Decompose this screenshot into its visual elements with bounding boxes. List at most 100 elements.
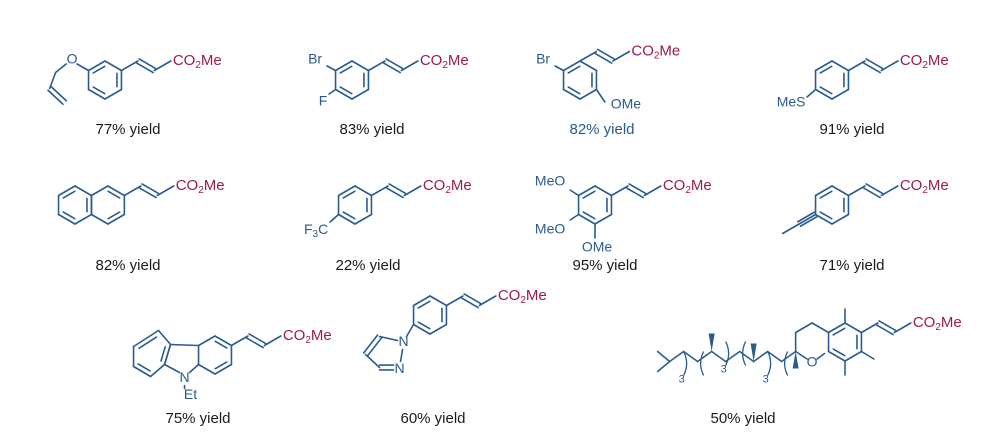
methoxy-group: MeO: [535, 173, 565, 189]
bond: [137, 363, 151, 372]
bond: [429, 295, 448, 307]
bond: [831, 60, 850, 72]
bond: [832, 348, 846, 357]
bond: [463, 293, 482, 305]
bond: [880, 60, 899, 72]
bond: [354, 185, 373, 197]
bracket: [699, 351, 705, 376]
bond: [814, 60, 833, 72]
oxygen-atom: O: [807, 354, 818, 370]
bond: [811, 322, 830, 334]
bond: [569, 189, 580, 197]
yield-label: 75% yield: [165, 410, 231, 427]
bond: [596, 48, 615, 60]
bond: [138, 336, 158, 350]
wedge-bond: [792, 351, 799, 369]
bond: [87, 88, 106, 100]
bond: [197, 363, 216, 375]
bracket: [725, 341, 730, 366]
bond: [135, 62, 154, 74]
bond: [342, 211, 356, 220]
bond: [123, 185, 142, 197]
yield-label: 91% yield: [819, 121, 885, 138]
bond: [214, 363, 233, 375]
bond: [579, 60, 598, 72]
bond: [827, 350, 846, 362]
bond: [668, 350, 685, 363]
bond: [400, 60, 419, 72]
bond: [656, 350, 671, 363]
bond: [153, 60, 172, 72]
bond: [90, 213, 109, 225]
yield-label: 22% yield: [335, 257, 401, 274]
bond: [329, 213, 340, 223]
bond: [865, 183, 884, 195]
bond: [860, 350, 875, 360]
bond: [50, 85, 68, 102]
bromine-atom: Br: [536, 51, 550, 67]
bond: [752, 350, 769, 363]
ester-label: CO2Me: [900, 52, 949, 71]
oxygen-atom: O: [67, 51, 78, 67]
bond: [412, 323, 431, 335]
ester-label: CO2Me: [913, 314, 962, 333]
bond: [62, 211, 76, 220]
bond: [893, 322, 912, 334]
bond: [799, 215, 818, 228]
bond: [831, 213, 850, 225]
wedge-bond: [708, 333, 715, 352]
bond: [138, 58, 157, 70]
bond: [628, 183, 647, 195]
bond: [412, 295, 431, 307]
yield-label: 77% yield: [95, 121, 161, 138]
bond: [766, 350, 783, 363]
bond: [569, 213, 580, 221]
bond: [163, 363, 181, 374]
bond: [567, 86, 581, 95]
bond: [370, 185, 389, 197]
bond: [367, 60, 386, 72]
bracket: [683, 351, 688, 376]
bromine-atom: Br: [308, 51, 322, 67]
bracket: [741, 341, 747, 366]
methoxy-group: MeO: [535, 221, 565, 237]
bond: [847, 60, 866, 72]
bond: [351, 60, 370, 72]
bond: [132, 365, 152, 378]
bond: [214, 340, 228, 349]
bond: [860, 322, 879, 334]
bond: [107, 213, 126, 225]
bond: [197, 335, 216, 347]
bond: [562, 60, 581, 72]
bond: [76, 63, 90, 72]
ester-label: CO2Me: [900, 177, 949, 196]
bond: [354, 213, 373, 225]
bond: [875, 324, 894, 336]
bond: [794, 322, 813, 334]
bond: [577, 185, 596, 197]
bond: [814, 213, 833, 225]
bond: [819, 65, 833, 74]
bond: [351, 88, 370, 100]
bond: [814, 185, 833, 197]
bond: [399, 348, 404, 363]
wedge-bond: [750, 343, 757, 362]
bond: [796, 211, 816, 223]
bond: [643, 185, 662, 197]
nitrogen-atom: N: [179, 369, 189, 385]
bond: [57, 213, 76, 225]
bond: [656, 360, 671, 373]
bond: [582, 211, 596, 220]
bond: [819, 211, 833, 220]
bond: [417, 321, 431, 330]
yield-label: 60% yield: [400, 410, 466, 427]
ester-label: CO2Me: [176, 177, 225, 196]
bond: [806, 88, 817, 98]
bond: [214, 361, 228, 370]
bond: [478, 295, 497, 307]
bond: [798, 213, 817, 225]
repeat-count: 3: [721, 363, 727, 375]
bond: [160, 346, 166, 362]
bond: [862, 187, 881, 199]
